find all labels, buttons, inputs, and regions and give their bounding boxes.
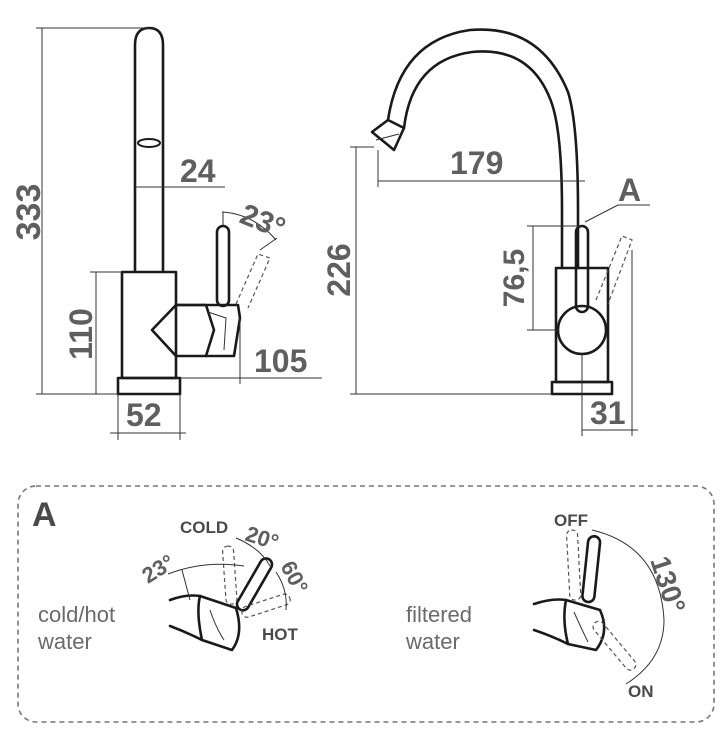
- angle-23-detail: 23°: [137, 549, 178, 588]
- front-lever-hub: [150, 303, 242, 358]
- cold-hot-spout-stub: [168, 594, 204, 642]
- caption-cold-hot: cold/hot: [38, 602, 115, 627]
- caption-water-left: water: [37, 629, 92, 654]
- off-lever-position: [565, 529, 582, 601]
- detail-title: A: [32, 496, 57, 534]
- dim-333: 333: [10, 184, 48, 241]
- side-lever-tilted: [595, 235, 633, 305]
- side-base: [550, 380, 614, 396]
- dim-76-5: 76,5: [498, 249, 531, 307]
- side-nozzle: [370, 118, 406, 152]
- front-angle-arc: [221, 211, 277, 241]
- dim-179: 179: [450, 145, 503, 181]
- cold-label: COLD: [180, 518, 228, 537]
- dim-52: 52: [126, 397, 162, 433]
- front-view: 333 110 24 23° 105 52: [10, 26, 322, 440]
- angle-60-detail: 60°: [276, 557, 314, 598]
- detail-frame: [17, 485, 715, 723]
- filtered-hub: [563, 598, 606, 652]
- side-view: 179 226 76,5 A 31: [321, 28, 650, 436]
- off-label: OFF: [554, 511, 588, 530]
- side-spout-tube: [386, 28, 580, 270]
- on-lever-position: [592, 620, 637, 671]
- front-base: [116, 376, 182, 396]
- filtered-spout-stub: [532, 598, 570, 646]
- dim-23: 23°: [235, 198, 289, 246]
- dim-24: 24: [180, 153, 216, 189]
- hot-lever-position: [241, 593, 291, 618]
- front-spout-tube: [133, 26, 165, 272]
- detail-filtered: filtered water OFF ON 130°: [405, 511, 692, 701]
- caption-filtered: filtered: [406, 602, 472, 627]
- hot-label: HOT: [262, 625, 299, 644]
- cold-hot-lever: [235, 557, 274, 612]
- cold-lever-position: [221, 545, 238, 605]
- detail-marker-a: A: [618, 172, 641, 208]
- detail-a-panel: A cold/hot water COLD HOT 23° 20° 60°: [17, 485, 715, 723]
- angle-130-detail: 130°: [644, 552, 691, 617]
- front-lever-tilted: [235, 253, 271, 309]
- front-hub-facet: [174, 303, 216, 358]
- dim-226: 226: [321, 243, 357, 296]
- front-lever: [215, 224, 231, 308]
- front-body: [120, 270, 178, 380]
- front-hub-facet-2: [207, 311, 227, 351]
- cold-hot-hub: [197, 594, 241, 652]
- front-aerator: [137, 138, 161, 148]
- dim-110: 110: [63, 308, 99, 360]
- dim-105: 105: [254, 343, 307, 379]
- side-spout-inner: [402, 50, 564, 270]
- on-label: ON: [628, 682, 654, 701]
- caption-water-right: water: [405, 629, 460, 654]
- dim-31: 31: [590, 395, 626, 431]
- detail-cold-hot: cold/hot water COLD HOT 23° 20° 60°: [37, 518, 313, 654]
- filtered-lever: [581, 535, 602, 604]
- angle-20-detail: 20°: [242, 521, 281, 555]
